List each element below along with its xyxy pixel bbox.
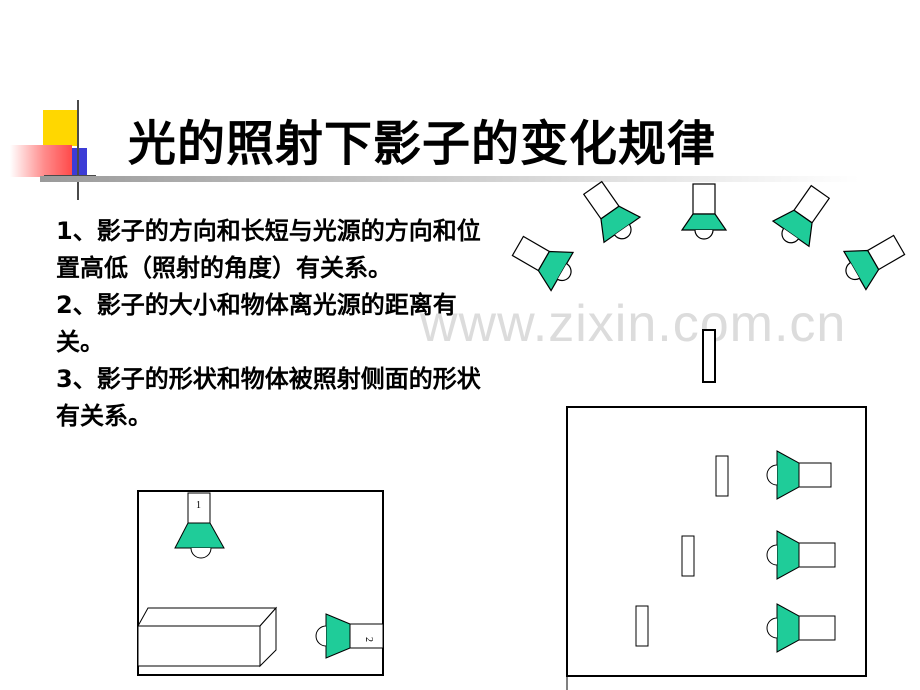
rule-2-number: 2 bbox=[56, 291, 73, 319]
post-near bbox=[715, 455, 729, 497]
lamp-row-1 bbox=[766, 450, 832, 500]
arc-post-object bbox=[702, 329, 716, 383]
top-lamp-label: 1 bbox=[196, 500, 201, 511]
right-lamp-housing bbox=[349, 623, 384, 649]
rule-2-text: 、影子的大小和物体离光源的距离有关。 bbox=[56, 291, 457, 356]
arc-lamp-far-left bbox=[511, 235, 575, 292]
lamp-row-2 bbox=[766, 530, 836, 580]
right-lamp-label: 2 bbox=[363, 637, 374, 642]
arc-lamp-far-right bbox=[842, 234, 906, 291]
rules-text: 1、影子的方向和长短与光源的方向和位置高低（照射的角度）有关系。 2、影子的大小… bbox=[56, 213, 486, 435]
distance-diagram-frame bbox=[566, 406, 867, 677]
box-front-face bbox=[137, 625, 261, 667]
top-lamp-shade bbox=[174, 522, 225, 549]
rule-3-text: 、影子的形状和物体被照射侧面的形状有关系。 bbox=[56, 365, 481, 430]
page-title: 光的照射下影子的变化规律 bbox=[128, 116, 717, 172]
watermark: www.zixin.com.cn bbox=[420, 295, 847, 353]
deco-vertical-line bbox=[77, 100, 79, 200]
title-underline bbox=[40, 176, 860, 182]
lamp-row-3 bbox=[766, 603, 836, 653]
arc-lamp-right bbox=[771, 184, 831, 248]
deco-red-square bbox=[10, 145, 72, 177]
arc-lamp-center bbox=[680, 183, 728, 240]
rule-2: 2、影子的大小和物体离光源的距离有关。 bbox=[56, 287, 486, 361]
box-diagram-frame bbox=[137, 490, 384, 676]
rule-3-number: 3 bbox=[56, 365, 73, 393]
top-lamp-bulb bbox=[190, 547, 212, 559]
right-lamp-bulb bbox=[315, 625, 327, 647]
rule-3: 3、影子的形状和物体被照射侧面的形状有关系。 bbox=[56, 361, 486, 435]
rule-1: 1、影子的方向和长短与光源的方向和位置高低（照射的角度）有关系。 bbox=[56, 213, 486, 287]
deco-yellow-square bbox=[43, 110, 79, 146]
rule-1-number: 1 bbox=[56, 217, 73, 245]
post-far bbox=[635, 605, 649, 647]
post-middle bbox=[681, 535, 695, 577]
rule-1-text: 、影子的方向和长短与光源的方向和位置高低（照射的角度）有关系。 bbox=[56, 217, 481, 282]
arc-lamp-left bbox=[582, 180, 642, 244]
